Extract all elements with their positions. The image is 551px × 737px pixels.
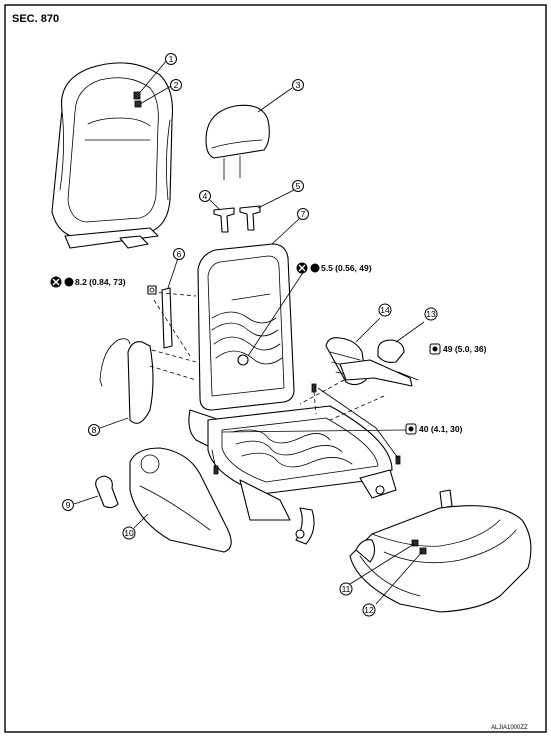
torque-spec-3: 49 (5.0, 36) <box>429 343 487 355</box>
svg-text:12: 12 <box>364 605 374 615</box>
svg-text:2: 2 <box>174 80 179 90</box>
svg-text:14: 14 <box>380 305 390 315</box>
svg-text:8: 8 <box>92 425 97 435</box>
svg-text:13: 13 <box>426 309 436 319</box>
svg-text:11: 11 <box>342 584 351 594</box>
callout-13: 13 <box>424 307 438 321</box>
svg-text:6: 6 <box>177 249 182 259</box>
headrest <box>205 87 293 181</box>
bracket <box>339 321 425 387</box>
callout-7: 7 <box>297 208 309 220</box>
knob <box>73 475 119 509</box>
part-11-leader <box>349 539 419 585</box>
callout-11: 11 <box>339 582 353 596</box>
seat-cushion-pad <box>349 489 532 613</box>
part-1-leader <box>133 59 168 100</box>
assembly-lines <box>149 291 385 421</box>
svg-text:9: 9 <box>66 500 71 510</box>
reference-code: ALJIA1000ZZ <box>491 725 528 731</box>
torque-spec-2: 5.5 (0.56, 49) <box>296 262 372 274</box>
callout-12: 12 <box>362 603 376 617</box>
headrest-guide-1 <box>209 199 235 233</box>
callout-8: 8 <box>88 424 100 436</box>
torque-spec-label: 5.5 (0.56, 49) <box>321 263 372 273</box>
callout-6: 6 <box>173 248 185 260</box>
callout-2: 2 <box>170 79 182 91</box>
torque-wrench-icon <box>310 263 320 273</box>
side-cover <box>129 447 232 553</box>
side-trim <box>99 338 154 429</box>
callout-10: 10 <box>122 526 136 540</box>
bolts <box>147 285 157 295</box>
diagram-frame <box>4 4 547 733</box>
headrest-guide-2 <box>239 189 295 231</box>
torque-leaders <box>221 267 407 459</box>
part-2-leader <box>134 85 172 108</box>
svg-text:4: 4 <box>203 191 208 201</box>
torque-spec-label: 8.2 (0.84, 73) <box>75 277 126 287</box>
svg-text:10: 10 <box>124 528 134 538</box>
svg-text:5: 5 <box>296 181 301 191</box>
section-label: SEC. 870 <box>12 13 59 25</box>
svg-text:1: 1 <box>169 54 174 64</box>
seatback-pad <box>51 62 174 249</box>
svg-text:3: 3 <box>296 80 301 90</box>
callout-5: 5 <box>292 180 304 192</box>
torque-spec-4: 40 (4.1, 30) <box>405 423 463 435</box>
torque-spec-label: 49 (5.0, 36) <box>443 344 487 354</box>
callout-14: 14 <box>378 303 392 317</box>
torque-spec-1: 8.2 (0.84, 73) <box>50 276 126 288</box>
callout-4: 4 <box>199 190 211 202</box>
callout-3: 3 <box>292 79 304 91</box>
seat-cushion-frame <box>207 383 401 545</box>
part-12-leader <box>375 547 427 605</box>
torque-spec-label: 40 (4.1, 30) <box>419 424 463 434</box>
callout-1: 1 <box>165 53 177 65</box>
callout-9: 9 <box>62 499 74 511</box>
svg-text:7: 7 <box>301 209 306 219</box>
side-panel <box>161 257 179 349</box>
torque-wrench-icon <box>64 277 74 287</box>
